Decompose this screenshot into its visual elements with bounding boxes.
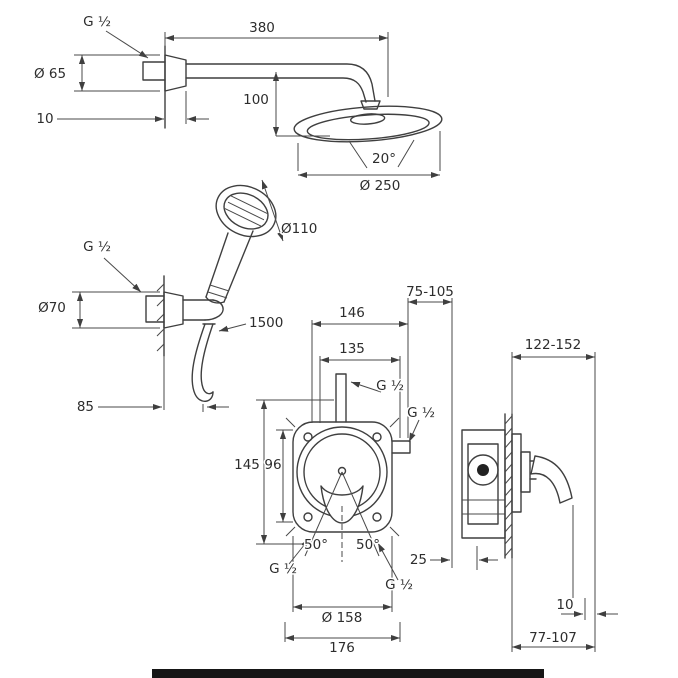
- valve-center: [477, 464, 489, 476]
- holder-flange: [163, 291, 184, 329]
- spray-angle-lines: [348, 139, 415, 169]
- dim-line-handshower-diameter: [261, 179, 284, 242]
- dim-flange-diameter: Ø 65: [34, 66, 66, 82]
- dim-projection-range: 122-152: [525, 337, 581, 353]
- supply-stub: [145, 295, 165, 323]
- dim-angle-left: 50°: [304, 537, 328, 553]
- hand-shower-handle: [205, 230, 254, 303]
- dim-body-recess: 25: [410, 552, 427, 568]
- overhead-shower-assembly: G ½ Ø 65 380 100 10 20° Ø 250: [32, 13, 443, 196]
- dim-body-height: 145: [234, 457, 260, 473]
- valve-circle: [467, 454, 499, 486]
- angle-lines: [304, 471, 380, 557]
- dim-depth-range: 75-105: [406, 284, 454, 300]
- dim-wall-offset: 10: [36, 111, 53, 127]
- thread-br-leader: [377, 542, 399, 581]
- mixer-front-view: 146 135 75-105 G ½ G ½ 145 96 50° 50° G …: [233, 283, 456, 658]
- dim-thread-top: G ½: [83, 14, 111, 30]
- shower-hose: [191, 323, 214, 402]
- dim-plate-diameter: Ø 158: [322, 610, 363, 626]
- wall-section: [504, 413, 513, 559]
- corner-ticks: [285, 417, 400, 537]
- dim-head-diameter: Ø 250: [360, 178, 401, 194]
- holder-hook: [204, 299, 224, 321]
- screw-hole: [372, 432, 382, 442]
- escutcheon-side: [520, 451, 531, 493]
- dim-thread-handshower: G ½: [83, 239, 111, 255]
- dim-handshower-diameter: Ø110: [281, 221, 317, 237]
- hose-length-leader: [218, 323, 247, 332]
- wall-hatch: [156, 283, 165, 352]
- lever-handle-side: [530, 455, 573, 504]
- supply-stub: [142, 61, 166, 81]
- shower-arm: [185, 63, 376, 102]
- dim-holder-diameter: Ø70: [38, 300, 66, 316]
- thread-side-leader: [408, 419, 420, 443]
- top-port-stub: [335, 373, 347, 423]
- screw-hole: [372, 512, 382, 522]
- screw-hole: [303, 512, 313, 522]
- dim-plate-offset: 10: [556, 597, 573, 613]
- dim-plate-width: 176: [329, 640, 355, 656]
- side-port-stub: [391, 440, 411, 454]
- dim-body-width: 146: [339, 305, 365, 321]
- mixer-side-view: 122-152 25 10 77-107: [408, 336, 618, 652]
- screw-hole: [303, 432, 313, 442]
- dim-arm-projection: 380: [249, 20, 275, 36]
- thread-top-leader: [350, 381, 382, 393]
- dim-spray-angle: 20°: [372, 151, 396, 167]
- rain-shower-head: [293, 105, 443, 143]
- dim-thread-side-port: G ½: [407, 405, 435, 421]
- dim-thread-bottom-left: G ½: [269, 561, 297, 577]
- thread-bl-leader: [288, 538, 310, 565]
- hand-shower-assembly: Ø110 G ½ Ø70 1500 85: [37, 179, 319, 417]
- trim-plate-side: [511, 433, 522, 513]
- trim-plate: [292, 421, 393, 533]
- dim-inner-width: 135: [339, 341, 365, 357]
- dim-depth-range-bottom: 77-107: [529, 630, 577, 646]
- dim-thread-top-port: G ½: [376, 378, 404, 394]
- arm-flange: [164, 54, 187, 92]
- head-connector: [360, 100, 381, 110]
- dim-inner-height: 96: [264, 457, 281, 473]
- dim-thread-bottom-right: G ½: [385, 577, 413, 593]
- dim-hose-length: 1500: [249, 315, 283, 331]
- dim-holder-projection: 85: [77, 399, 94, 415]
- wall-hatch: [504, 415, 513, 557]
- thread-leader: [103, 257, 142, 293]
- dim-head-height: 100: [243, 92, 269, 108]
- dim-angle-right: 50°: [356, 537, 380, 553]
- bottom-banner: [152, 669, 544, 678]
- center-screw: [337, 466, 347, 476]
- holder-arm: [182, 299, 214, 321]
- thread-leader: [105, 30, 149, 59]
